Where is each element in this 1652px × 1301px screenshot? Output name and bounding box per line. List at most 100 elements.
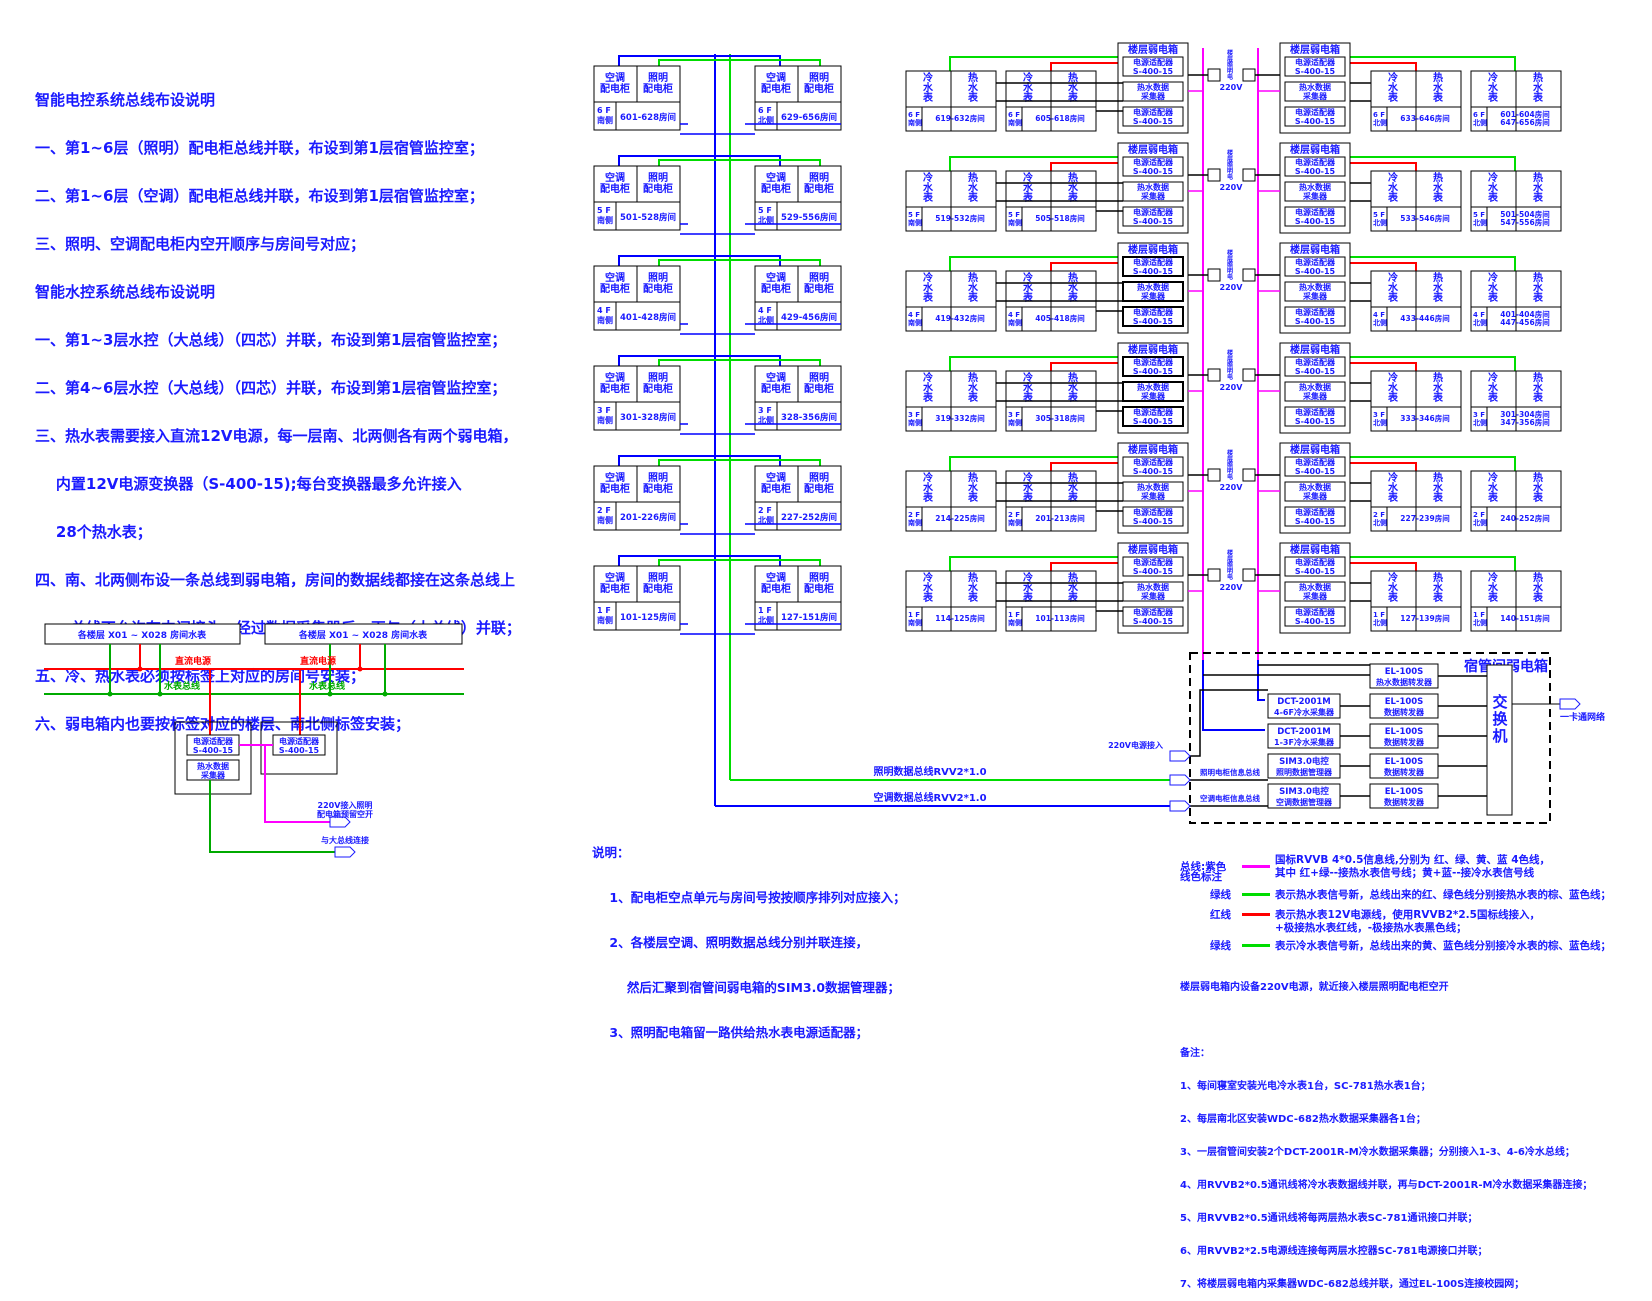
hot-meter-char: 水 bbox=[1532, 181, 1544, 194]
meter-rooms-label: 447-456房间 bbox=[1500, 317, 1549, 327]
cabinet-side-label: 南侧 bbox=[597, 115, 613, 125]
weak-box-title: 楼层弱电箱 bbox=[1128, 243, 1178, 256]
v220-label: 220V bbox=[1220, 283, 1244, 292]
floor-light-char: 层 bbox=[1227, 555, 1233, 563]
meter-rooms-label: 319-332房间 bbox=[935, 413, 984, 423]
el100s-model: EL-100S bbox=[1385, 787, 1424, 797]
note-line: 一、第1~6层（照明）配电柜总线并联，布设到第1层宿管监控室； bbox=[35, 139, 484, 157]
remarks: 楼层弱电箱内设备220V电源，就近接入楼层照明配电柜空开 备注： 1、每间寝室安… bbox=[1180, 960, 1592, 1301]
hot-meter-char: 表 bbox=[967, 191, 979, 204]
hot-meter-char: 热 bbox=[968, 171, 978, 184]
cabinet-ac-label: 空调 bbox=[605, 171, 625, 184]
cold-meter-char: 冷 bbox=[923, 571, 933, 584]
cold-meter-char: 表 bbox=[1487, 191, 1499, 204]
cold-meter-char: 水 bbox=[922, 481, 934, 494]
collector-label2: 采集器 bbox=[1140, 291, 1166, 301]
cabinet-side-label: 南侧 bbox=[597, 515, 613, 525]
hot-meter-char: 热 bbox=[1068, 371, 1078, 384]
cabinet-light-label: 照明 bbox=[809, 372, 829, 384]
adapter-label: 电源适配器 bbox=[1295, 257, 1336, 267]
meter-rooms-label: 214-225房间 bbox=[935, 513, 984, 523]
floor-light-char: 层 bbox=[1227, 155, 1233, 163]
cabinet-rooms-label: 301-328房间 bbox=[620, 412, 676, 423]
cold-meter-char: 表 bbox=[1387, 591, 1399, 604]
cabinet-light-label: 照明 bbox=[648, 72, 668, 84]
adapter-model: S-400-15 bbox=[1133, 317, 1174, 326]
cold-meter-char: 表 bbox=[1387, 491, 1399, 504]
collector-label: 热水数据 bbox=[1137, 482, 1169, 492]
adapter-label: 电源适配器 bbox=[1295, 307, 1336, 317]
cabinet-light-label2: 配电柜 bbox=[804, 182, 834, 195]
cabinet-light-label2: 配电柜 bbox=[643, 282, 673, 295]
meter-side-label: 北侧 bbox=[1373, 518, 1387, 527]
switch-char-1: 交 bbox=[1492, 693, 1507, 711]
cabinet-rooms-label: 501-528房间 bbox=[620, 212, 676, 223]
cold-meter-char: 水 bbox=[1022, 481, 1034, 494]
cabinet-rooms-label: 529-556房间 bbox=[781, 212, 837, 223]
dc-power-label-left: 直流电源 bbox=[175, 655, 211, 667]
hot-meter-char: 热 bbox=[1068, 571, 1078, 584]
cabinet-ac-label: 空调 bbox=[605, 371, 625, 384]
weak-box-title: 楼层弱电箱 bbox=[1290, 543, 1340, 556]
note-line: 智能电控系统总线布设说明 bbox=[35, 91, 216, 109]
floor-light-char: 明 bbox=[1227, 467, 1233, 475]
cold-meter-char: 表 bbox=[1487, 391, 1499, 404]
meter-side-label: 南侧 bbox=[1008, 218, 1022, 227]
adapter-label: 电源适配器 bbox=[1133, 207, 1174, 217]
v220-label: 220V bbox=[1220, 183, 1244, 192]
cold-meter-char: 表 bbox=[922, 391, 934, 404]
floor-light-char: 照 bbox=[1227, 161, 1233, 169]
cold-meter-char: 表 bbox=[1487, 591, 1499, 604]
cabinet-ac-label: 空调 bbox=[605, 271, 625, 284]
cold-meter-char: 表 bbox=[1487, 491, 1499, 504]
cold-meter-char: 表 bbox=[922, 91, 934, 104]
hot-meter-char: 水 bbox=[967, 581, 979, 594]
meter-floor-label: 4 F bbox=[1008, 311, 1020, 319]
cabinet-ac-label: 空调 bbox=[605, 471, 625, 484]
adapter-label: 电源适配器 bbox=[1133, 357, 1174, 367]
in220-label: 220V电源接入 bbox=[1108, 740, 1163, 750]
cold-meter-char: 水 bbox=[1022, 281, 1034, 294]
hot-meter-char: 表 bbox=[1067, 291, 1079, 304]
weak-box-title: 楼层弱电箱 bbox=[1128, 543, 1178, 556]
remark-line: 5、用RVVB2*0.5通讯线将每两层热水表SC-781通讯接口并联； bbox=[1180, 1213, 1478, 1224]
adapter-label: 电源适配器 bbox=[1295, 207, 1336, 217]
cabinet-side-label: 南侧 bbox=[597, 215, 613, 225]
cabinet-light-label: 照明 bbox=[809, 72, 829, 84]
cabinet-light-label: 照明 bbox=[809, 272, 829, 284]
cabinet-floor-label: 5 F bbox=[597, 206, 611, 215]
cold-meter-char: 表 bbox=[922, 291, 934, 304]
device-model: DCT-2001M bbox=[1277, 727, 1331, 737]
cabinet-rooms-label: 401-428房间 bbox=[620, 312, 676, 323]
cabinet-ac-label2: 配电柜 bbox=[600, 82, 630, 95]
cabinet-ac-label: 空调 bbox=[766, 471, 786, 484]
collector-label2: 采集器 bbox=[1302, 391, 1328, 401]
meter-bus-label-right: 水表总线 bbox=[309, 680, 345, 692]
hot-meter-char: 水 bbox=[1532, 581, 1544, 594]
cabinet-light-label: 照明 bbox=[648, 372, 668, 384]
collector-label2: 采集器 bbox=[1302, 91, 1328, 101]
mid-note-line: 2、各楼层空调、照明数据总线分别并联连接， bbox=[592, 935, 869, 950]
cold-meter-char: 表 bbox=[922, 491, 934, 504]
adapter-label: 电源适配器 bbox=[1295, 107, 1336, 117]
adapter-label: 电源适配器 bbox=[1133, 507, 1174, 517]
meter-side-label: 北侧 bbox=[1473, 118, 1487, 127]
adapter-model: S-400-15 bbox=[1295, 217, 1336, 226]
hot-meter-char: 热 bbox=[968, 71, 978, 84]
cabinet-floor-label: 1 F bbox=[758, 606, 772, 615]
light-bus-label: 照明数据总线RVV2*1.0 bbox=[873, 765, 986, 778]
hot-meter-char: 热 bbox=[1433, 371, 1443, 384]
meter-box-right-label: 各楼层 X01 ~ X028 房间水表 bbox=[298, 629, 428, 641]
note-line: 智能水控系统总线布设说明 bbox=[35, 283, 216, 301]
adapter-label: 电源适配器 bbox=[1295, 607, 1336, 617]
cabinet-light-label2: 配电柜 bbox=[804, 582, 834, 595]
adapter-model: S-400-15 bbox=[1133, 417, 1174, 426]
hot-meter-char: 水 bbox=[1432, 381, 1444, 394]
hot-meter-char: 表 bbox=[1432, 391, 1444, 404]
cabinet-side-label: 南侧 bbox=[597, 415, 613, 425]
device-model: SIM3.0电控 bbox=[1279, 756, 1329, 767]
meter-rooms-label: 227-239房间 bbox=[1400, 513, 1449, 523]
weak-box-title: 楼层弱电箱 bbox=[1290, 443, 1340, 456]
meter-rooms-label: 333-346房间 bbox=[1400, 413, 1449, 423]
cabinet-side-label: 北侧 bbox=[758, 215, 774, 225]
